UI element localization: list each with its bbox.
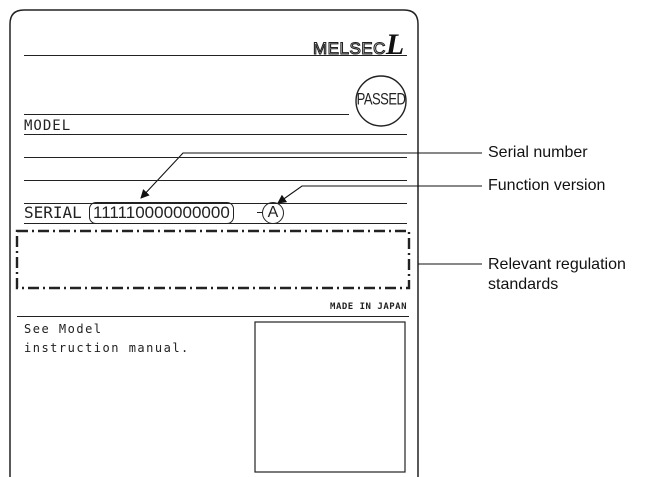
callout-regulation-line2: standards bbox=[488, 276, 559, 293]
serial-label: SERIAL bbox=[24, 203, 82, 222]
serial-number-value: 111110000000000 bbox=[89, 202, 234, 224]
model-label: MODEL bbox=[24, 118, 72, 134]
passed-circle bbox=[355, 75, 407, 127]
callout-serial-number: Serial number bbox=[488, 144, 588, 161]
rule-brand bbox=[24, 55, 407, 56]
manual-text-line2: instruction manual. bbox=[24, 341, 190, 355]
serial-number-leader bbox=[140, 152, 482, 199]
function-version-value: A bbox=[262, 202, 284, 224]
manual-text-line1: See Model bbox=[24, 322, 103, 336]
rule-3 bbox=[24, 180, 407, 181]
brand-logo: MELSECL bbox=[312, 28, 405, 61]
brand-suffix: L bbox=[385, 28, 405, 61]
plate-outline bbox=[9, 9, 419, 477]
function-version-dash bbox=[257, 212, 263, 213]
made-in-label: MADE IN JAPAN bbox=[330, 302, 407, 312]
passed-stamp: PASSED bbox=[356, 88, 406, 109]
regulation-box bbox=[15, 229, 411, 290]
manual-box bbox=[254, 321, 406, 473]
rule-4 bbox=[24, 203, 407, 204]
brand-prefix: MELSEC bbox=[312, 38, 386, 58]
rule-made-in bbox=[17, 316, 409, 317]
rule-model bbox=[24, 134, 407, 135]
function-version-leader bbox=[277, 185, 482, 204]
rule-2 bbox=[24, 157, 407, 158]
rule-passed bbox=[24, 114, 349, 115]
callout-function-version: Function version bbox=[488, 177, 606, 194]
callout-regulation-line1: Relevant regulation bbox=[488, 256, 626, 273]
